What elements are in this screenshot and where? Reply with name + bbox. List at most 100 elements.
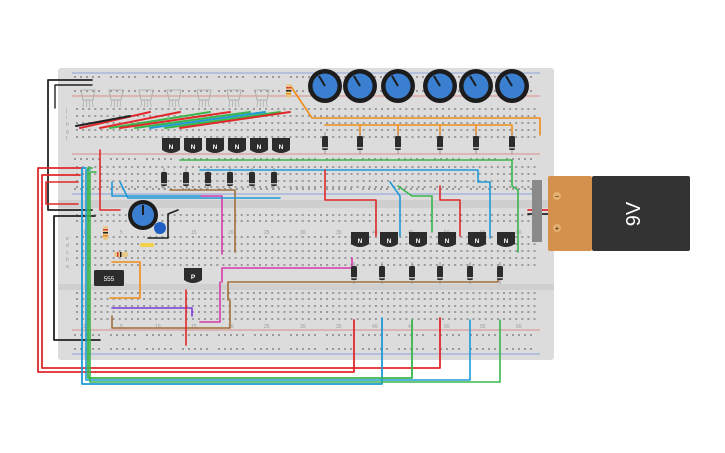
npn-transistor[interactable]: N xyxy=(497,232,515,247)
wire-diag-green-2[interactable] xyxy=(134,111,251,129)
rgb-led[interactable] xyxy=(138,89,154,108)
capacitor-yellow[interactable] xyxy=(140,243,154,247)
wire-green-mid-1[interactable] xyxy=(179,159,519,253)
wire-orange-6[interactable] xyxy=(475,124,513,136)
hole xyxy=(173,166,176,168)
wire-diag-red-4[interactable] xyxy=(179,111,291,129)
diode-bottom[interactable] xyxy=(467,262,473,284)
hole xyxy=(521,257,524,259)
diode[interactable] xyxy=(227,168,233,190)
diode-bottom[interactable] xyxy=(437,262,443,284)
capacitor-blue[interactable] xyxy=(154,222,166,234)
ic-555[interactable]: 555 xyxy=(94,270,124,286)
wire-red-loop-2[interactable] xyxy=(41,174,441,369)
wire-diag-red-3[interactable] xyxy=(119,111,231,129)
wire-blue-mid-4[interactable] xyxy=(389,181,401,237)
rgb-led[interactable] xyxy=(80,89,96,108)
wire-black-1[interactable] xyxy=(47,79,93,211)
pnp-transistor[interactable]: P xyxy=(184,268,202,283)
rgb-led[interactable] xyxy=(196,89,212,108)
diode[interactable] xyxy=(249,168,255,190)
hole xyxy=(118,129,121,131)
npn-transistor[interactable]: N xyxy=(184,138,202,153)
wire-magenta-3[interactable] xyxy=(199,281,221,323)
wire-diag-green-3[interactable] xyxy=(164,111,281,129)
wire-red-loop-1[interactable] xyxy=(37,167,355,373)
wire-red-loop-3[interactable] xyxy=(45,181,79,205)
diode[interactable] xyxy=(205,168,211,190)
wire-magenta-2[interactable] xyxy=(221,257,353,283)
hole xyxy=(307,173,310,175)
npn-transistor[interactable]: N xyxy=(272,138,290,153)
wire-diag-red-2[interactable] xyxy=(99,111,181,129)
wire-green-loop-2[interactable] xyxy=(89,171,501,383)
npn-transistor[interactable]: N xyxy=(250,138,268,153)
wire-green-loop-1[interactable] xyxy=(87,167,413,379)
diode[interactable] xyxy=(183,168,189,190)
diode[interactable] xyxy=(271,168,277,190)
diode-bottom[interactable] xyxy=(351,262,357,284)
hole xyxy=(350,348,352,350)
wire-green-mid-2[interactable] xyxy=(397,185,433,233)
diode[interactable] xyxy=(161,168,167,190)
wire-purple-1[interactable] xyxy=(111,307,193,317)
wire-magenta-1[interactable] xyxy=(199,195,223,255)
resistor-horizontal[interactable] xyxy=(114,252,128,257)
npn-transistor[interactable]: N xyxy=(351,232,369,247)
diode-bottom[interactable] xyxy=(497,262,503,284)
wire-orange-7[interactable] xyxy=(109,261,141,299)
wire-blue-loop-1[interactable] xyxy=(81,167,383,385)
wire-black-2[interactable] xyxy=(53,215,101,341)
rgb-led[interactable] xyxy=(254,89,270,108)
potentiometer[interactable] xyxy=(459,69,493,103)
diode-right[interactable] xyxy=(322,132,328,154)
wire-brown-3[interactable] xyxy=(111,299,231,329)
wire-blue-mid-1[interactable] xyxy=(111,181,201,197)
hole xyxy=(124,257,127,259)
npn-transistor[interactable]: N xyxy=(206,138,224,153)
potentiometer[interactable] xyxy=(343,69,377,103)
diode-right[interactable] xyxy=(395,132,401,154)
wire-diag-blue-1[interactable] xyxy=(149,111,266,129)
hole xyxy=(106,180,109,182)
potentiometer[interactable] xyxy=(308,69,342,103)
diode-bottom[interactable] xyxy=(409,262,415,284)
wire-blue-mid-3[interactable] xyxy=(199,169,491,239)
hole xyxy=(100,115,103,117)
wire-blue-mid-2[interactable] xyxy=(119,181,281,199)
npn-transistor[interactable]: N xyxy=(438,232,456,247)
npn-transistor[interactable]: N xyxy=(468,232,486,247)
wire-red-mid-4[interactable] xyxy=(99,149,121,211)
diode-bottom[interactable] xyxy=(379,262,385,284)
rgb-led[interactable] xyxy=(166,89,182,108)
potentiometer[interactable] xyxy=(423,69,457,103)
wire-red-mid-1[interactable] xyxy=(324,169,377,237)
wire-red-mid-2[interactable] xyxy=(439,185,461,237)
npn-transistor[interactable]: N xyxy=(162,138,180,153)
npn-transistor[interactable]: N xyxy=(409,232,427,247)
resistor-left[interactable] xyxy=(103,226,108,240)
wire-black-mid[interactable] xyxy=(147,209,179,239)
npn-transistor[interactable]: N xyxy=(380,232,398,247)
potentiometer-left[interactable] xyxy=(128,200,158,230)
wire-diag-black[interactable] xyxy=(75,115,131,127)
diode-right[interactable] xyxy=(437,132,443,154)
rgb-led[interactable] xyxy=(108,89,124,108)
wire-black-3[interactable] xyxy=(54,84,93,109)
hole xyxy=(277,108,280,110)
wire-diag-red-1[interactable] xyxy=(79,111,151,129)
resistor-top[interactable] xyxy=(286,84,291,98)
diode-right[interactable] xyxy=(509,132,515,154)
diode-right[interactable] xyxy=(473,132,479,154)
wire-diag-green-1[interactable] xyxy=(109,111,211,129)
battery-9v[interactable]: − + 9V xyxy=(532,176,690,251)
hole xyxy=(381,129,383,131)
potentiometer[interactable] xyxy=(381,69,415,103)
wire-brown-1[interactable] xyxy=(169,189,236,253)
diode-right[interactable] xyxy=(357,132,363,154)
potentiometer[interactable] xyxy=(495,69,529,103)
rgb-led[interactable] xyxy=(226,89,242,108)
wire-orange-1[interactable] xyxy=(289,84,541,136)
npn-transistor[interactable]: N xyxy=(228,138,246,153)
